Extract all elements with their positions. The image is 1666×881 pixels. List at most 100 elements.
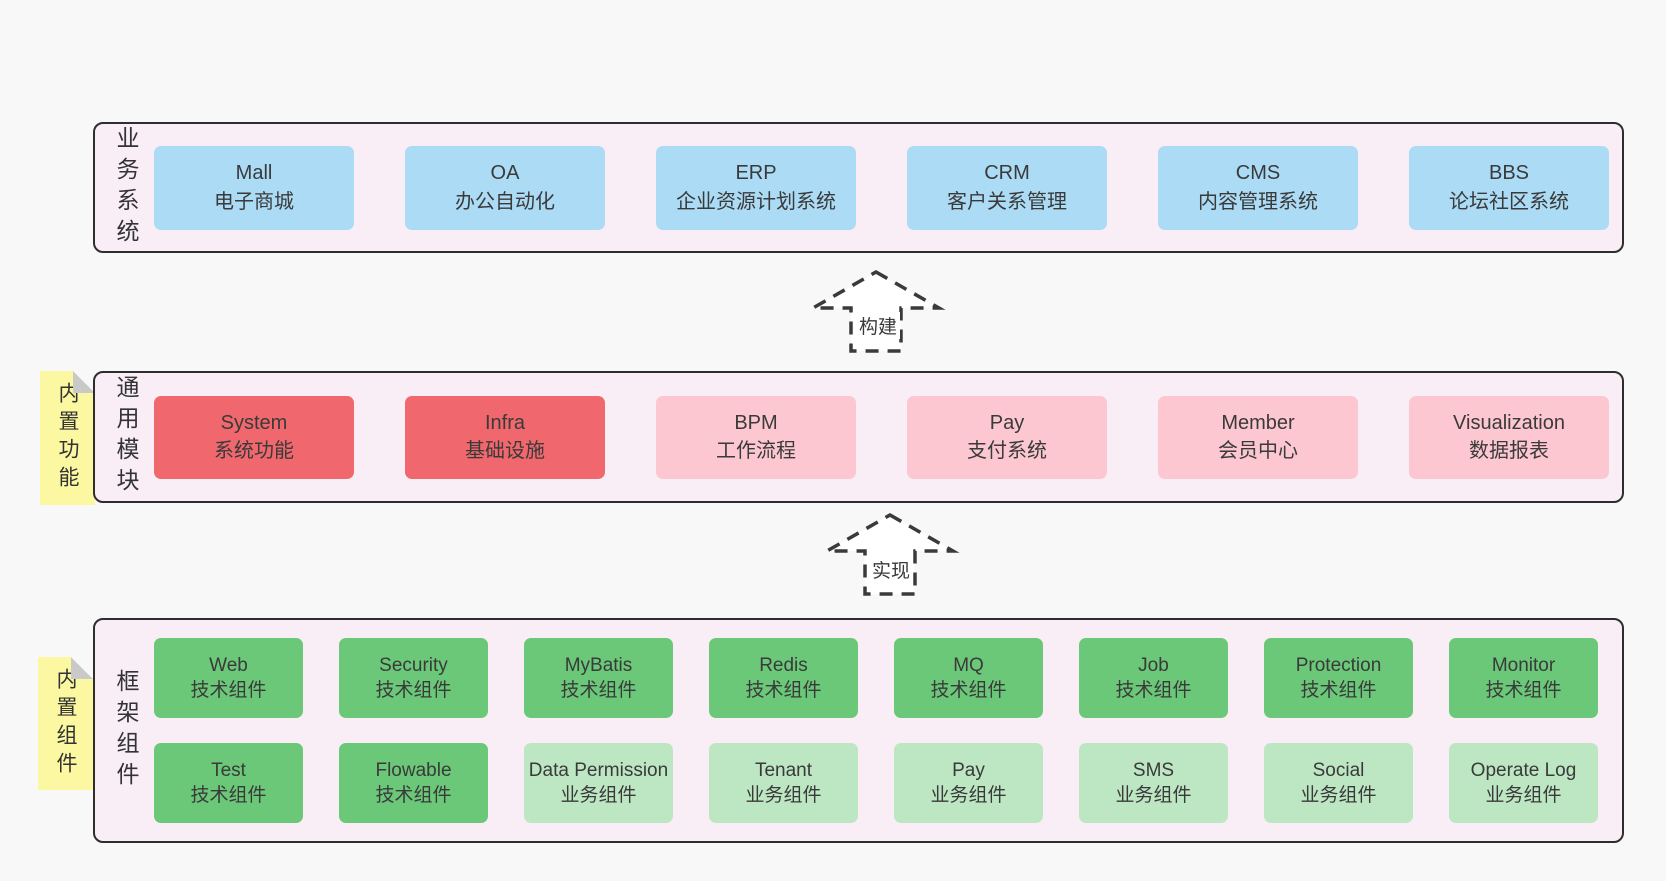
box-title: Member [1221,411,1295,434]
box-title: CRM [984,162,1030,185]
box-title: Redis [759,654,808,676]
box-mall: Mall 电子商城 [154,145,354,230]
box-title: Pay [952,759,985,781]
components-rows: Web 技术组件 Security 技术组件 MyBatis 技术组件 Redi… [138,638,1622,823]
box-subtitle: 论坛社区系统 [1449,190,1569,213]
box-infra: Infra 基础设施 [405,395,605,479]
box-title: Security [379,654,448,676]
box-subtitle: 工作流程 [716,440,796,462]
box-redis: Redis 技术组件 [709,638,858,718]
components-band-label: 框架组件 [113,668,139,793]
box-visualization: Visualization 数据报表 [1409,395,1609,479]
box-subtitle: 支付系统 [967,440,1047,462]
modules-box-row: System 系统功能 Infra 基础设施 BPM 工作流程 Pay 支付系统… [138,395,1622,479]
box-subtitle: 数据报表 [1469,440,1549,462]
box-subtitle: 技术组件 [375,785,452,806]
box-subtitle: 技术组件 [1485,680,1562,701]
box-title: OA [490,162,520,185]
box-member: Member 会员中心 [1158,395,1358,479]
box-title: Flowable [375,759,452,781]
business-band-label: 业务系统 [113,125,139,250]
box-title: Pay [989,411,1025,434]
box-title: ERP [735,162,777,185]
components-row-1: Web 技术组件 Security 技术组件 MyBatis 技术组件 Redi… [138,638,1622,718]
builtin-functions-sticky-label: 内置功能 [56,382,79,494]
box-subtitle: 技术组件 [375,680,452,701]
box-subtitle: 电子商城 [214,190,294,213]
box-title: Infra [484,411,526,434]
box-subtitle: 技术组件 [560,680,637,701]
box-title: Monitor [1491,654,1556,676]
box-subtitle: 技术组件 [1115,680,1192,701]
box-title: MyBatis [564,654,633,676]
box-title: Test [211,759,246,781]
components-row-2: Test 技术组件 Flowable 技术组件 Data Permission … [138,743,1622,823]
box-subtitle: 技术组件 [745,680,822,701]
implement-arrow-icon [820,512,960,596]
box-title: SMS [1132,759,1175,781]
box-system: System 系统功能 [154,395,354,479]
build-arrow-label: 构建 [855,312,901,339]
box-test: Test 技术组件 [154,743,303,823]
box-subtitle: 办公自动化 [455,190,555,213]
box-subtitle: 业务组件 [1300,785,1377,806]
implement-arrow-label: 实现 [868,556,914,583]
business-box-row: Mall 电子商城 OA 办公自动化 ERP 企业资源计划系统 CRM 客户关系… [138,145,1622,230]
builtin-components-sticky: 内置组件 [38,657,93,790]
builtin-components-sticky-label: 内置组件 [54,667,77,780]
box-subtitle: 业务组件 [560,785,637,806]
box-title: BBS [1488,162,1530,185]
box-subtitle: 系统功能 [214,440,294,462]
box-subtitle: 技术组件 [190,785,267,806]
box-oa: OA 办公自动化 [405,145,605,230]
box-subtitle: 内容管理系统 [1198,190,1318,213]
box-erp: ERP 企业资源计划系统 [656,145,856,230]
box-title: BPM [734,411,778,434]
box-tenant: Tenant 业务组件 [709,743,858,823]
business-systems-band: 业务系统 Mall 电子商城 OA 办公自动化 ERP 企业资源计划系统 CRM… [93,122,1624,253]
box-title: Data Permission [528,759,669,781]
box-title: CMS [1235,162,1281,185]
box-title: Visualization [1453,411,1565,434]
box-subtitle: 业务组件 [745,785,822,806]
box-title: Mall [235,162,273,185]
common-modules-band: 通用模块 System 系统功能 Infra 基础设施 BPM 工作流程 Pay… [93,371,1624,503]
builtin-functions-sticky: 内置功能 [40,371,95,505]
box-subtitle: 基础设施 [465,440,545,462]
box-mq: MQ 技术组件 [894,638,1043,718]
box-pay-module: Pay 支付系统 [907,395,1107,479]
box-cms: CMS 内容管理系统 [1158,145,1358,230]
box-title: Protection [1295,654,1382,676]
box-security: Security 技术组件 [339,638,488,718]
box-protection: Protection 技术组件 [1264,638,1413,718]
box-operate-log: Operate Log 业务组件 [1449,743,1598,823]
modules-band-label: 通用模块 [113,375,139,499]
box-social: Social 业务组件 [1264,743,1413,823]
box-crm: CRM 客户关系管理 [907,145,1107,230]
box-bbs: BBS 论坛社区系统 [1409,145,1609,230]
box-flowable: Flowable 技术组件 [339,743,488,823]
box-subtitle: 业务组件 [930,785,1007,806]
build-arrow-icon [806,269,946,353]
box-subtitle: 业务组件 [1115,785,1192,806]
box-job: Job 技术组件 [1079,638,1228,718]
box-bpm: BPM 工作流程 [656,395,856,479]
box-title: Web [209,654,248,676]
box-sms: SMS 业务组件 [1079,743,1228,823]
box-subtitle: 企业资源计划系统 [676,190,836,213]
box-mybatis: MyBatis 技术组件 [524,638,673,718]
box-subtitle: 技术组件 [190,680,267,701]
box-title: System [220,411,288,434]
box-title: Tenant [754,759,813,781]
box-web: Web 技术组件 [154,638,303,718]
box-data-permission: Data Permission 业务组件 [524,743,673,823]
box-subtitle: 技术组件 [930,680,1007,701]
framework-components-band: 框架组件 Web 技术组件 Security 技术组件 MyBatis 技术组件… [93,618,1624,843]
box-title: Social [1312,759,1365,781]
box-pay-component: Pay 业务组件 [894,743,1043,823]
box-title: Operate Log [1470,759,1577,781]
box-monitor: Monitor 技术组件 [1449,638,1598,718]
box-title: Job [1138,654,1169,676]
box-subtitle: 客户关系管理 [947,190,1067,213]
box-subtitle: 业务组件 [1485,785,1562,806]
